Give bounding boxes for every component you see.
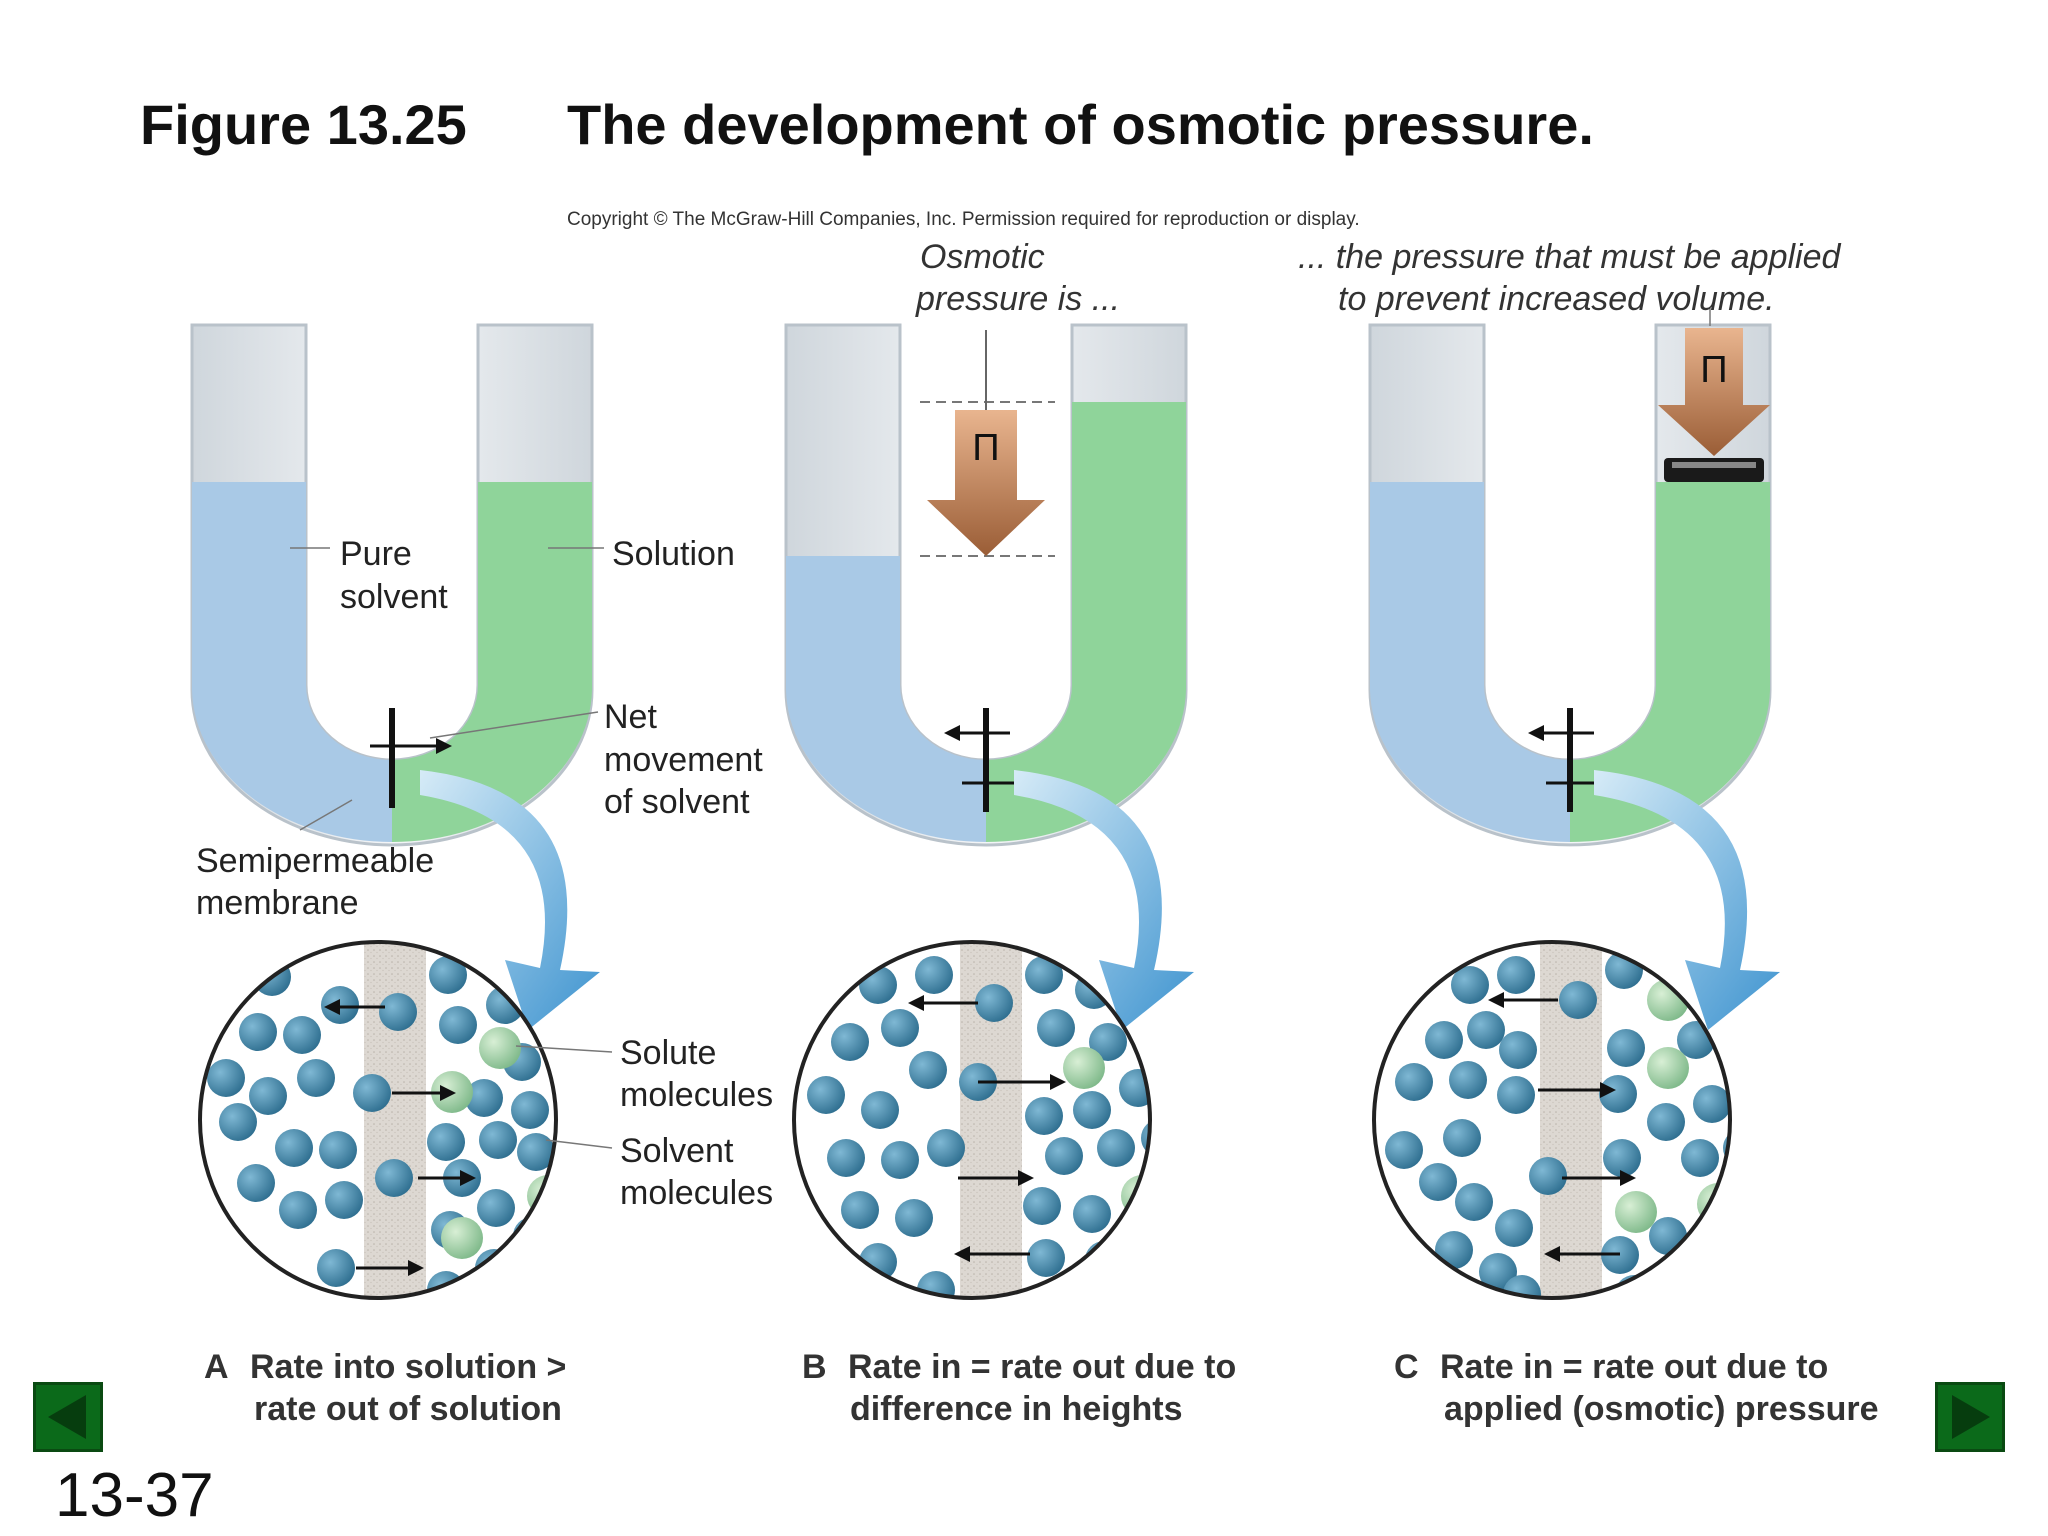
caption-c: Rate in = rate out due to xyxy=(1440,1348,1828,1386)
arrow-right-icon xyxy=(1620,1170,1636,1186)
triangle-left-icon xyxy=(48,1395,86,1439)
caption-letter-b: B xyxy=(802,1348,827,1386)
next-slide-button[interactable] xyxy=(1935,1382,2005,1452)
arrow-left-icon xyxy=(1528,725,1544,741)
u-tube-b: Π xyxy=(784,323,1188,847)
solution-liquid xyxy=(986,402,1186,843)
pure-solvent-label: Pure xyxy=(340,535,412,573)
solvent-molecules xyxy=(807,956,1150,1298)
arrow-right-icon xyxy=(1018,1170,1034,1186)
membrane-label: Semipermeable xyxy=(196,842,434,880)
caption-b: difference in heights xyxy=(850,1390,1183,1428)
prev-slide-button[interactable] xyxy=(33,1382,103,1452)
solvent-molecules xyxy=(1385,951,1730,1298)
osmotic-label: pressure is ... xyxy=(915,280,1120,318)
arrow-left-icon xyxy=(1488,992,1504,1008)
pressure-label: to prevent increased volume. xyxy=(1338,280,1775,318)
pure-solvent-liquid xyxy=(786,556,986,842)
caption-c: applied (osmotic) pressure xyxy=(1444,1390,1879,1428)
curved-arrow-icon xyxy=(1594,770,1780,1030)
triangle-right-icon xyxy=(1952,1395,1990,1439)
osmotic-annotations: Osmotic pressure is ... ... the pressure… xyxy=(915,238,1842,318)
arrow-right-icon xyxy=(1050,1074,1066,1090)
u-tube-c: Π xyxy=(1368,323,1772,847)
solute-label: Solute xyxy=(620,1034,716,1072)
arrow-left-icon xyxy=(908,995,924,1011)
leader-lines xyxy=(290,308,1711,1149)
pi-symbol: Π xyxy=(972,427,999,469)
pi-symbol: Π xyxy=(1700,349,1727,391)
pressure-arrow-icon xyxy=(927,410,1045,556)
solution-label: Solution xyxy=(612,535,735,573)
caption-a: rate out of solution xyxy=(254,1390,562,1428)
curved-arrow-icon xyxy=(1014,770,1194,1030)
caption-a: Rate into solution > xyxy=(250,1348,566,1386)
curved-arrow-icon xyxy=(420,770,600,1030)
arrow-right-icon xyxy=(460,1170,476,1186)
osmotic-label: Osmotic xyxy=(920,238,1045,276)
caption-letter-c: C xyxy=(1394,1348,1419,1386)
net-movement-label: movement xyxy=(604,741,763,779)
arrow-right-icon xyxy=(408,1260,424,1276)
arrow-right-icon xyxy=(436,738,452,754)
pure-solvent-liquid xyxy=(1370,482,1570,842)
caption-b: Rate in = rate out due to xyxy=(848,1348,1236,1386)
arrow-right-icon xyxy=(1600,1082,1616,1098)
arrow-left-icon xyxy=(944,725,960,741)
annotation-labels: Pure solvent Solution Net movement of so… xyxy=(196,535,773,1212)
solvent-label: Solvent xyxy=(620,1132,734,1170)
captions: A Rate into solution > rate out of solut… xyxy=(204,1348,1879,1428)
solvent-label: molecules xyxy=(620,1174,773,1212)
solution-liquid xyxy=(392,482,592,843)
solute-label: molecules xyxy=(620,1076,773,1114)
pure-solvent-liquid xyxy=(192,482,392,842)
piston xyxy=(1664,458,1764,482)
molecule-view-c xyxy=(1372,940,1732,1300)
figure-title: The development of osmotic pressure. xyxy=(567,93,1594,156)
solution-liquid xyxy=(1570,482,1770,842)
molecule-view-a xyxy=(198,940,558,1300)
net-movement-label: of solvent xyxy=(604,783,750,821)
u-tube-a xyxy=(190,323,594,847)
molecule-view-b xyxy=(792,940,1152,1300)
copyright-text: Copyright © The McGraw-Hill Companies, I… xyxy=(567,209,1360,230)
arrow-left-icon xyxy=(954,1246,970,1262)
caption-letter-a: A xyxy=(204,1348,229,1386)
solute-molecules xyxy=(1615,979,1730,1233)
pressure-arrow-icon xyxy=(1658,328,1770,456)
solute-molecules xyxy=(431,1027,556,1259)
slide-number: 13-37 xyxy=(55,1461,214,1530)
arrow-left-icon xyxy=(324,999,340,1015)
pure-solvent-label: solvent xyxy=(340,578,448,616)
net-movement-label: Net xyxy=(604,698,657,736)
pressure-label: ... the pressure that must be applied xyxy=(1298,238,1842,276)
membrane-label: membrane xyxy=(196,884,359,922)
membrane-band xyxy=(364,942,426,1298)
arrow-right-icon xyxy=(440,1085,456,1101)
figure-number: Figure 13.25 xyxy=(140,93,467,156)
arrow-left-icon xyxy=(1544,1246,1560,1262)
